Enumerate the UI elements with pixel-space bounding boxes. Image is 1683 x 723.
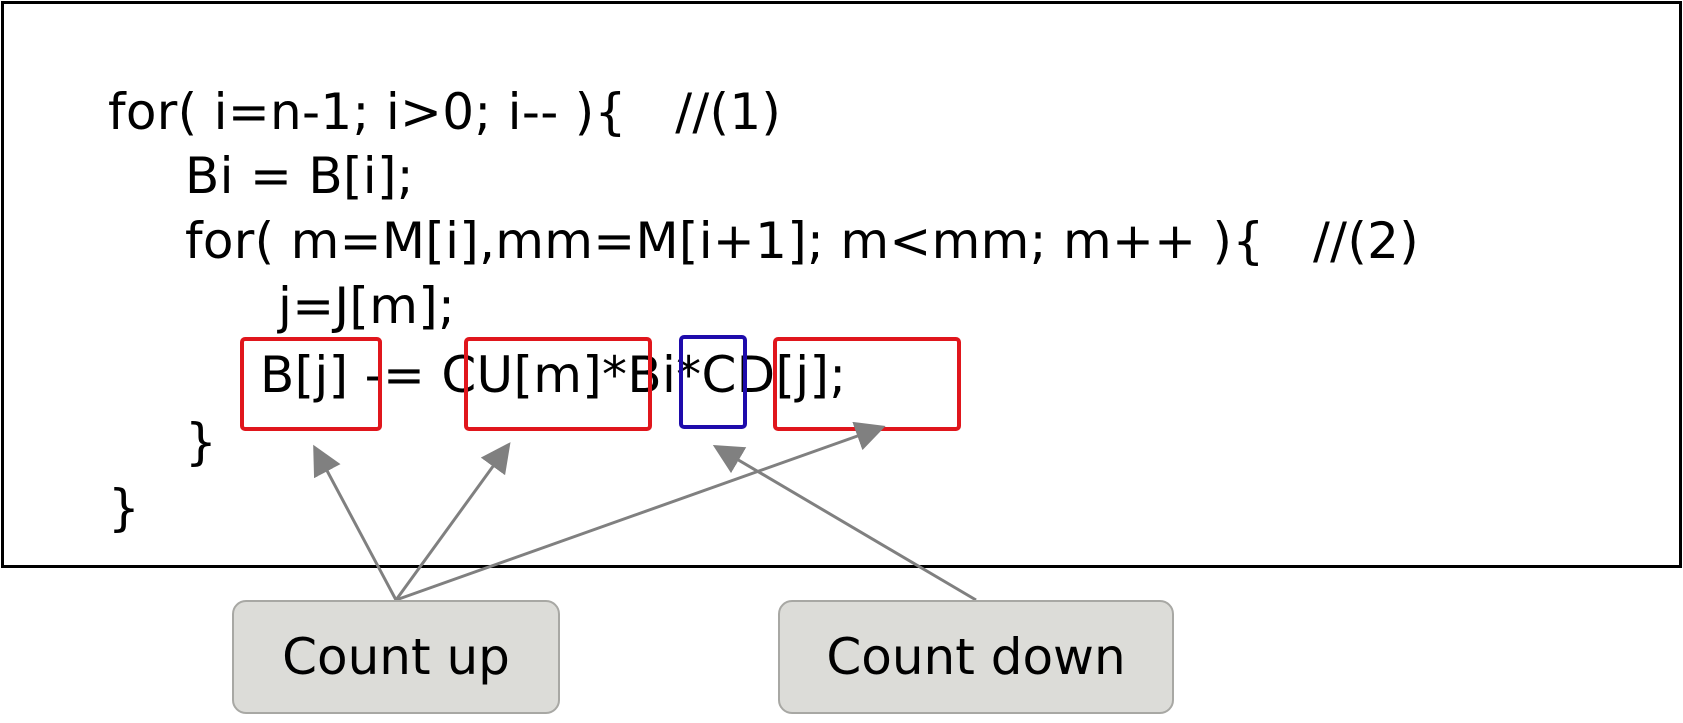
highlight-bi: [679, 335, 747, 429]
count-down-callout: Count down: [778, 600, 1174, 714]
count-down-label: Count down: [826, 628, 1126, 686]
code-line-inner-close: }: [185, 413, 218, 471]
code-line-inner-loop: for( m=M[i],mm=M[i+1]; m<mm; m++ ){ //(2…: [185, 212, 1420, 270]
arrow-count-up-to-cu-m: [394, 442, 511, 601]
code-panel: [1, 1, 1682, 568]
code-line-bi-assign: Bi = B[i];: [185, 147, 414, 205]
code-line-j-assign: j=J[m];: [278, 277, 456, 335]
arrow-count-up-to-cd-j: [395, 421, 886, 602]
count-up-label: Count up: [282, 628, 510, 686]
code-line-update: B[j] -= CU[m]*Bi*CD[j];: [260, 346, 847, 404]
highlight-cu-m: [464, 337, 652, 431]
arrow-count-down-to-bi: [712, 444, 977, 602]
highlight-b-j: [240, 337, 382, 431]
code-line-outer-loop: for( i=n-1; i>0; i-- ){ //(1): [108, 83, 782, 141]
arrow-count-up-to-b-j: [313, 444, 398, 601]
code-line-outer-close: }: [108, 479, 141, 537]
count-up-callout: Count up: [232, 600, 560, 714]
